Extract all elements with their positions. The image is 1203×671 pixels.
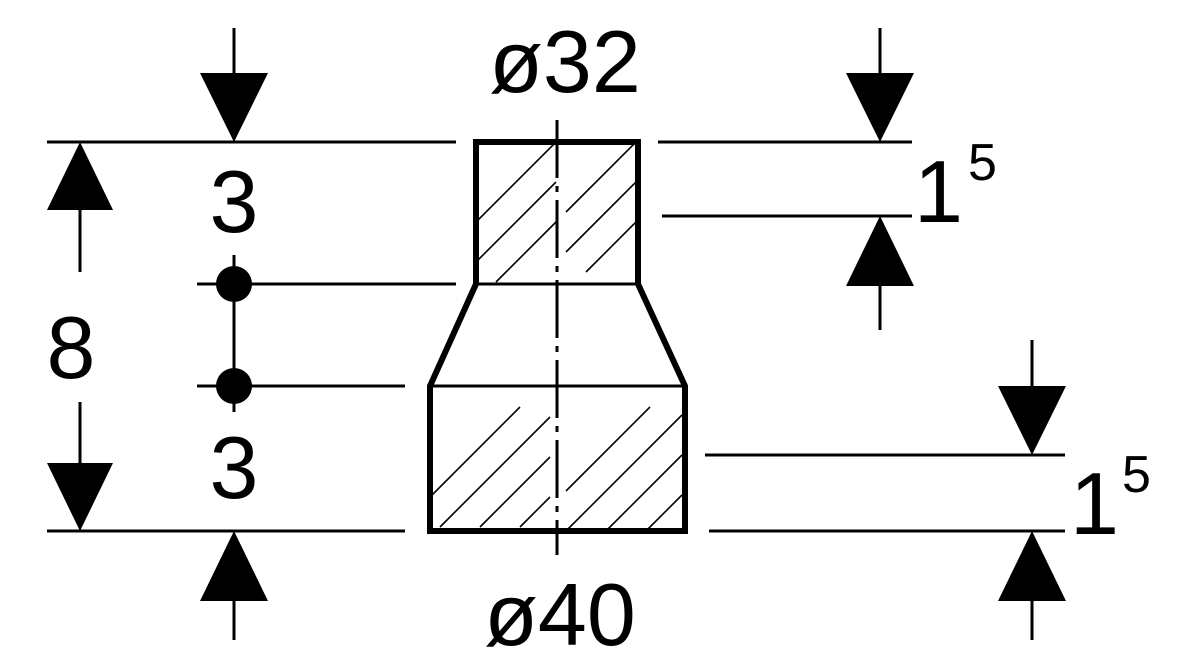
total-height-label: 8	[47, 298, 96, 397]
overall-height-dimension	[47, 142, 113, 531]
part-outline	[427, 139, 688, 534]
dimension-dot-upper	[216, 266, 252, 302]
top-diameter-label: ø32	[489, 12, 641, 111]
top-chamfer-base: 1	[914, 142, 963, 241]
lower-section-hatching	[430, 406, 683, 531]
top-chamfer-dimension	[846, 28, 914, 330]
top-chamfer-exponent: 5	[968, 134, 997, 192]
lower-segment-label: 3	[210, 418, 259, 517]
bottom-chamfer-exponent: 5	[1122, 446, 1151, 504]
extension-lines	[47, 140, 1065, 533]
bottom-diameter-label: ø40	[484, 565, 636, 664]
bottom-chamfer-base: 1	[1070, 454, 1119, 553]
upper-section-hatching	[476, 142, 637, 283]
segment-dimension-chain	[200, 28, 268, 640]
upper-segment-label: 3	[210, 152, 259, 251]
dimension-dot-lower	[216, 368, 252, 404]
bottom-chamfer-dimension	[998, 340, 1066, 640]
